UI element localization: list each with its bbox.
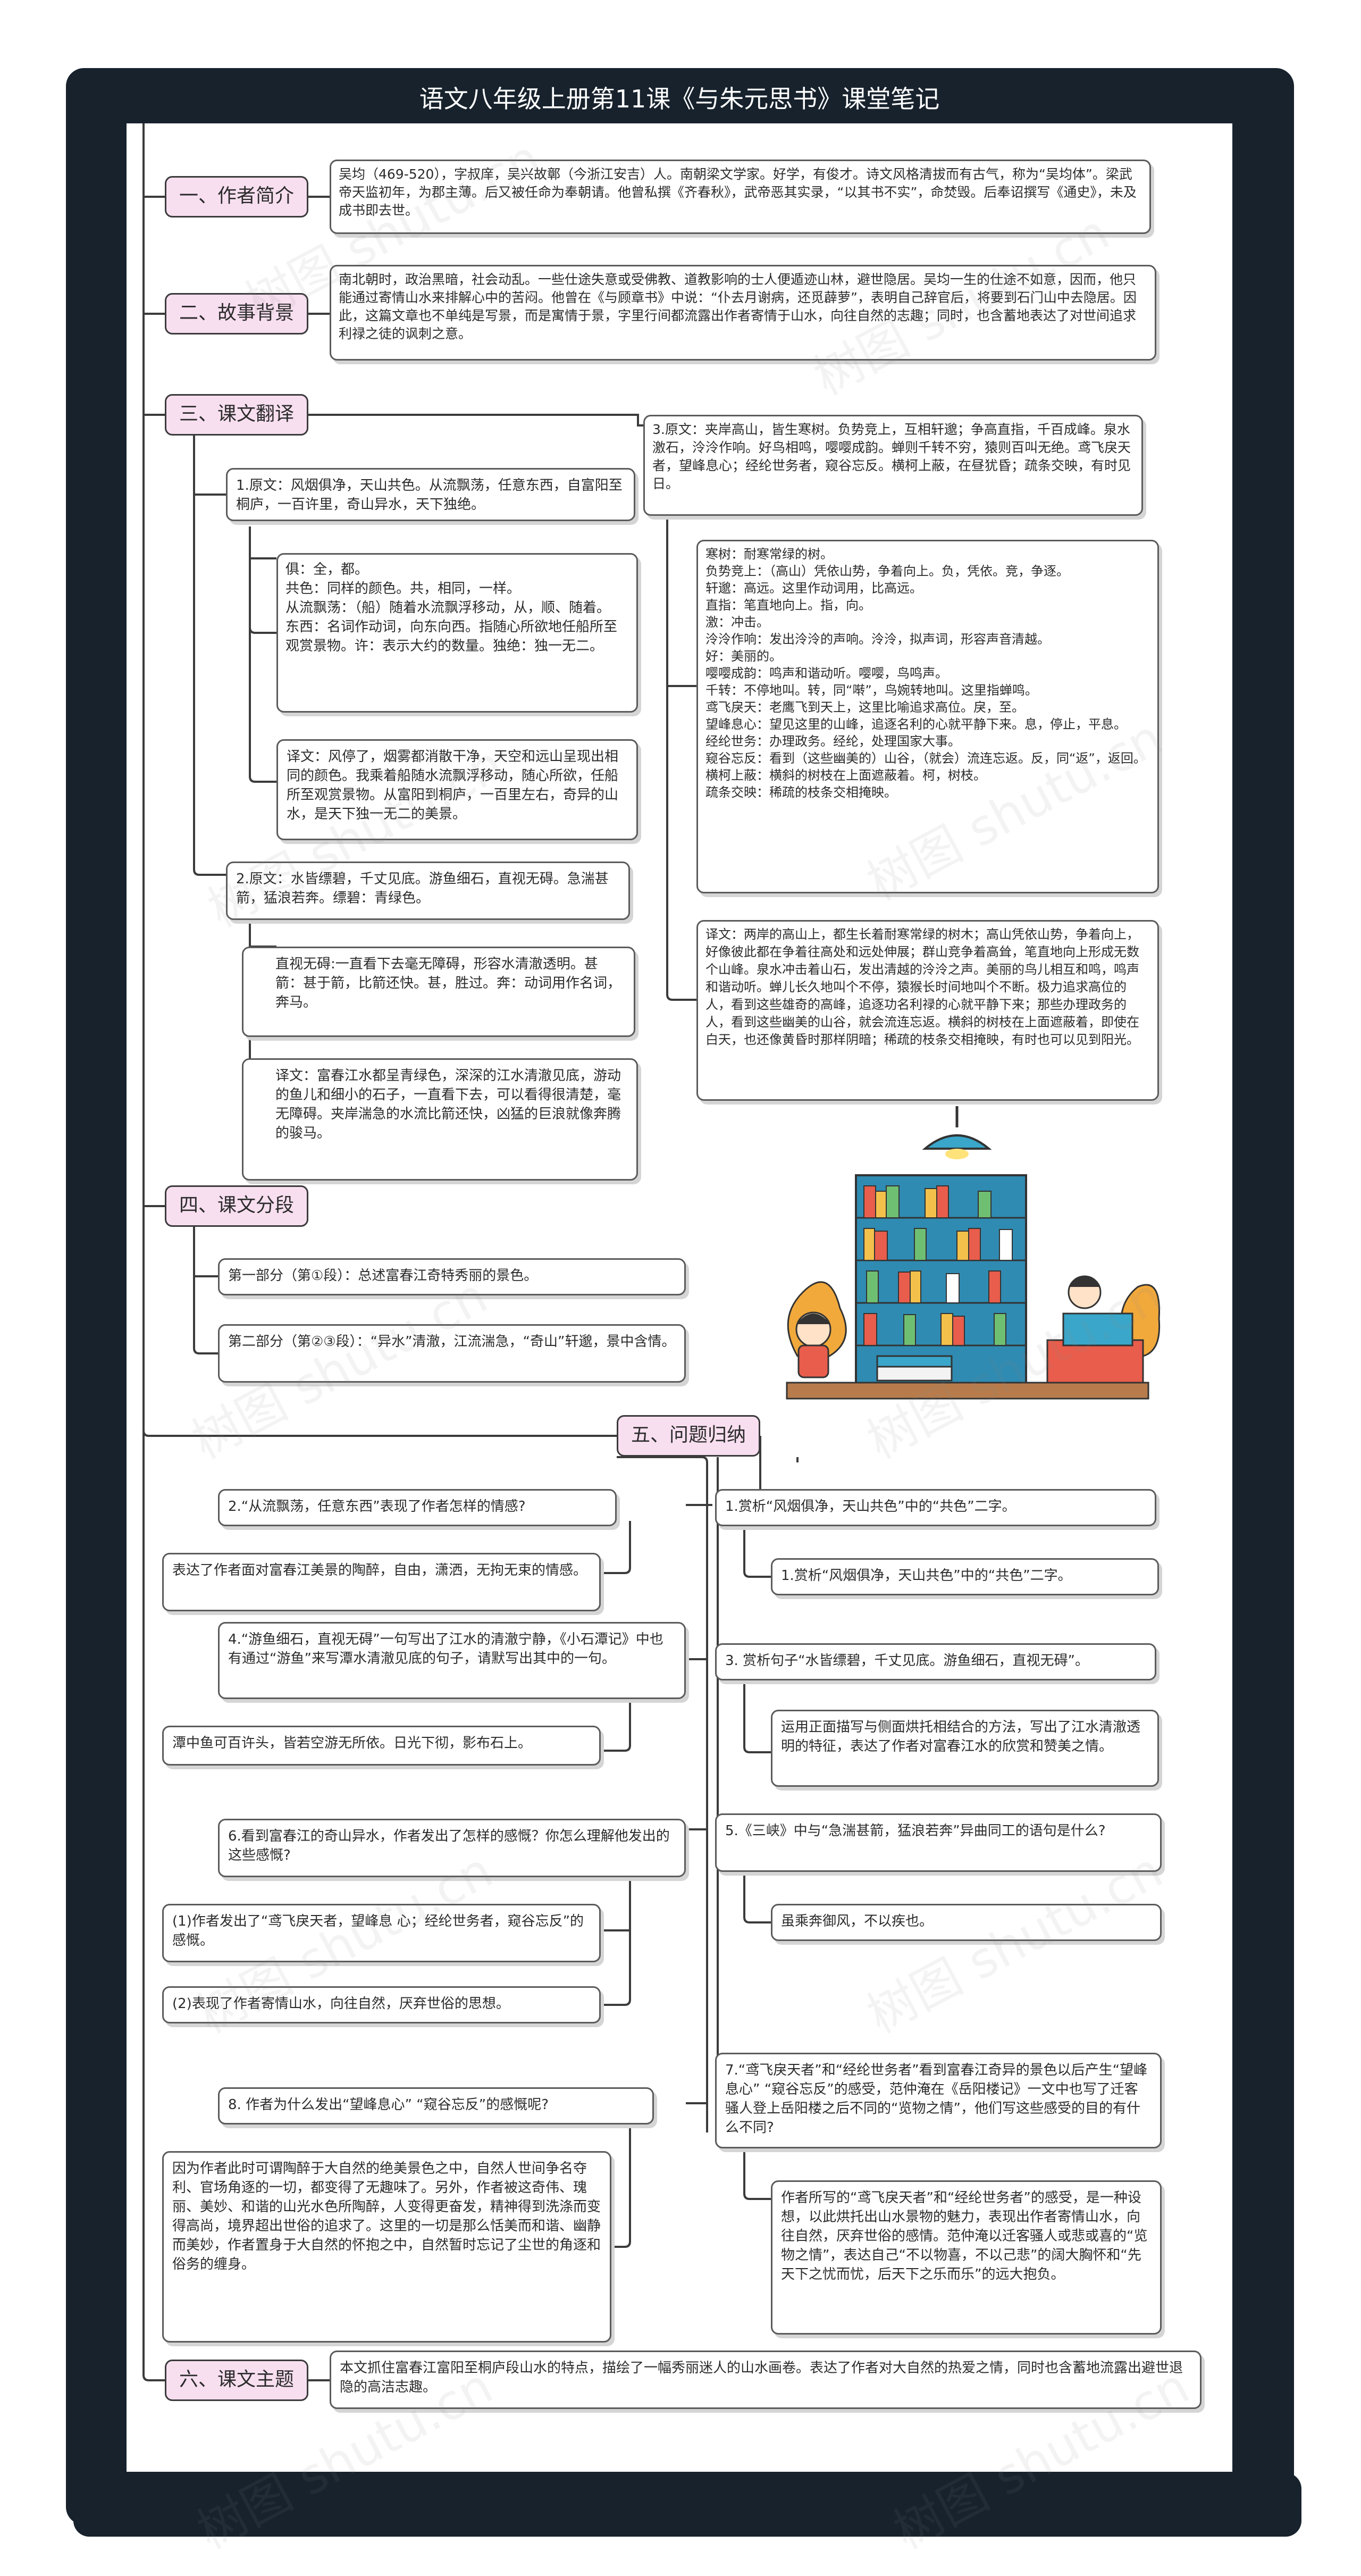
p2-words: 直视无碍:一直看下去毫无障碍，形容水清澈透明。甚箭：甚于箭，比箭还快。甚，胜过。… bbox=[242, 947, 635, 1037]
answer-8: 因为作者此时可谓陶醉于大自然的绝美景色之中，自然人世间争名夺利、官场角逐的一切，… bbox=[162, 2151, 611, 2343]
answer-6b: (2)表现了作者寄情山水，向往自然，厌弃世俗的思想。 bbox=[162, 1986, 601, 2023]
question-6: 6.看到富春江的奇山异水，作者发出了怎样的感慨？你怎么理解他发出的这些感慨? bbox=[218, 1819, 686, 1877]
p3-original: 3.原文：夹岸高山，皆生寒树。负势竞上，互相轩邈；争高直指，千百成峰。泉水激石，… bbox=[643, 415, 1143, 516]
p1-translation: 译文：风停了，烟雾都消散干净，天空和远山呈现出相同的颜色。我乘着船随水流飘浮移动… bbox=[276, 739, 638, 840]
answer-1: 1.赏析“风烟俱净，天山共色”中的“共色”二字。 bbox=[771, 1558, 1159, 1595]
answer-2: 表达了作者面对富春江美景的陶醉，自由，潇洒，无拘无束的情感。 bbox=[162, 1553, 601, 1611]
author-intro: 吴均（469-520），字叔庠，吴兴故鄣（今浙江安吉）人。南朝梁文学家。好学，有… bbox=[330, 160, 1151, 234]
section-theme-label: 六、课文主题 bbox=[179, 2369, 294, 2390]
section-segmentation[interactable]: 四、课文分段 bbox=[165, 1185, 308, 1227]
library-illustration bbox=[786, 1106, 1161, 1400]
section-translation[interactable]: 三、课文翻译 bbox=[165, 394, 308, 436]
segment-part2: 第二部分（第②③段）：“异水”清澈，江流湍急，“奇山”轩邈，景中含情。 bbox=[218, 1324, 686, 1383]
section-translation-label: 三、课文翻译 bbox=[179, 403, 294, 425]
question-8: 8. 作者为什么发出“望峰息心” “窥谷忘反”的感慨呢? bbox=[218, 2087, 654, 2125]
section-author-label: 一、作者简介 bbox=[179, 185, 294, 207]
section-questions[interactable]: 五、问题归纳 bbox=[617, 1415, 760, 1457]
section-theme[interactable]: 六、课文主题 bbox=[165, 2360, 308, 2401]
section-segmentation-label: 四、课文分段 bbox=[179, 1194, 294, 1216]
p1-original: 1.原文：风烟俱净，天山共色。从流飘荡，任意东西，自富阳至桐庐，一百许里，奇山异… bbox=[226, 468, 635, 521]
section-background[interactable]: 二、故事背景 bbox=[165, 293, 308, 334]
question-7: 7.“鸢飞戾天者”和“经纶世务者”看到富春江奇异的景色以后产生“望峰息心” “窥… bbox=[715, 2053, 1162, 2148]
section-author[interactable]: 一、作者简介 bbox=[165, 176, 308, 218]
section-questions-label: 五、问题归纳 bbox=[631, 1424, 746, 1446]
question-4: 4.“游鱼细石，直视无碍”一句写出了江水的清澈宁静，《小石潭记》中也有通过“游鱼… bbox=[218, 1622, 686, 1699]
question-5: 5.《三峡》中与“急湍甚箭，猛浪若奔”异曲同工的语句是什么? bbox=[715, 1813, 1162, 1872]
answer-3: 运用正面描写与侧面烘托相结合的方法，写出了江水清澈透明的特征，表达了作者对富春江… bbox=[771, 1710, 1159, 1787]
frame-shadow bbox=[73, 2473, 1301, 2537]
p3-translation: 译文：两岸的高山上，都生长着耐寒常绿的树木；高山凭依山势，争着向上，好像彼此都在… bbox=[696, 920, 1159, 1101]
segment-part1: 第一部分（第①段）：总述富春江奇特秀丽的景色。 bbox=[218, 1258, 686, 1295]
answer-5: 虽乘奔御风，不以疾也。 bbox=[771, 1904, 1162, 1941]
question-1: 1.赏析“风烟俱净，天山共色”中的“共色”二字。 bbox=[715, 1489, 1156, 1526]
p3-words: 寒树：耐寒常绿的树。 负势竞上：（高山）凭依山势，争着向上。负，凭依。竞，争逐。… bbox=[696, 540, 1159, 893]
answer-6a: (1)作者发出了“鸢飞戾天者，望峰息 心；经纶世务者，窥谷忘反”的感慨。 bbox=[162, 1904, 601, 1962]
p2-translation: 译文：富春江水都呈青绿色，深深的江水清澈见底，游动的鱼儿和细小的石子，一直看下去… bbox=[242, 1058, 638, 1181]
answer-4: 潭中鱼可百许头，皆若空游无所依。日光下彻，影布石上。 bbox=[162, 1726, 601, 1766]
section-background-label: 二、故事背景 bbox=[179, 302, 294, 324]
answer-7: 作者所写的“鸢飞戾天者”和“经纶世务者”的感受，是一种设想，以此烘托出山水景物的… bbox=[771, 2180, 1162, 2335]
theme-text: 本文抓住富春江富阳至桐庐段山水的特点，描绘了一幅秀丽迷人的山水画卷。表达了作者对… bbox=[330, 2351, 1202, 2409]
p2-original: 2.原文：水皆缥碧，千丈见底。游鱼细石，直视无碍。急湍甚箭，猛浪若奔。缥碧：青绿… bbox=[226, 862, 630, 920]
story-background: 南北朝时，政治黑暗，社会动乱。一些仕途失意或受佛教、道教影响的士人便遁迹山林，避… bbox=[330, 265, 1156, 361]
question-2: 2.“从流飘荡，任意东西”表现了作者怎样的情感? bbox=[218, 1489, 617, 1526]
question-3: 3. 赏析句子“水皆缥碧，千丈见底。游鱼细石，直视无碍”。 bbox=[715, 1643, 1156, 1680]
page-title: 语文八年级上册第11课《与朱元思书》课堂笔记 bbox=[419, 85, 940, 113]
p1-words: 俱：全，都。 共色：同样的颜色。共，相同，一样。 从流飘荡：（船）随着水流飘浮移… bbox=[276, 553, 638, 713]
